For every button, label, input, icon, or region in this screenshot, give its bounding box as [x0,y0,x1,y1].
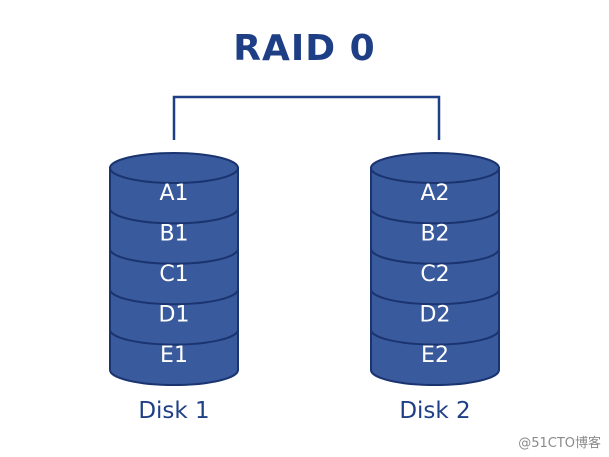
block-label: D2 [420,302,451,327]
block-separator [370,208,500,225]
block-label: E2 [421,343,449,368]
block-separator [370,289,500,306]
block-label: C2 [420,262,449,287]
block-label: B2 [420,222,449,247]
block-separator [109,208,239,225]
block-label: D1 [159,302,190,327]
block-separator [109,289,239,306]
block-separator [109,329,239,346]
block-label: A2 [420,181,449,206]
block-label: A1 [159,181,188,206]
block-separator [109,248,239,265]
disk-2-top [370,152,500,184]
connector-line [172,95,441,140]
disk-1-label: Disk 1 [138,398,210,424]
block-separator [370,248,500,265]
block-label: C1 [159,262,188,287]
block-label: E1 [160,343,188,368]
block-label: B1 [159,222,188,247]
disk-2-label: Disk 2 [399,398,471,424]
disk-1-top [109,152,239,184]
diagram-title: RAID 0 [233,28,376,69]
watermark-text: @51CTO博客 [518,436,601,451]
block-separator [370,329,500,346]
